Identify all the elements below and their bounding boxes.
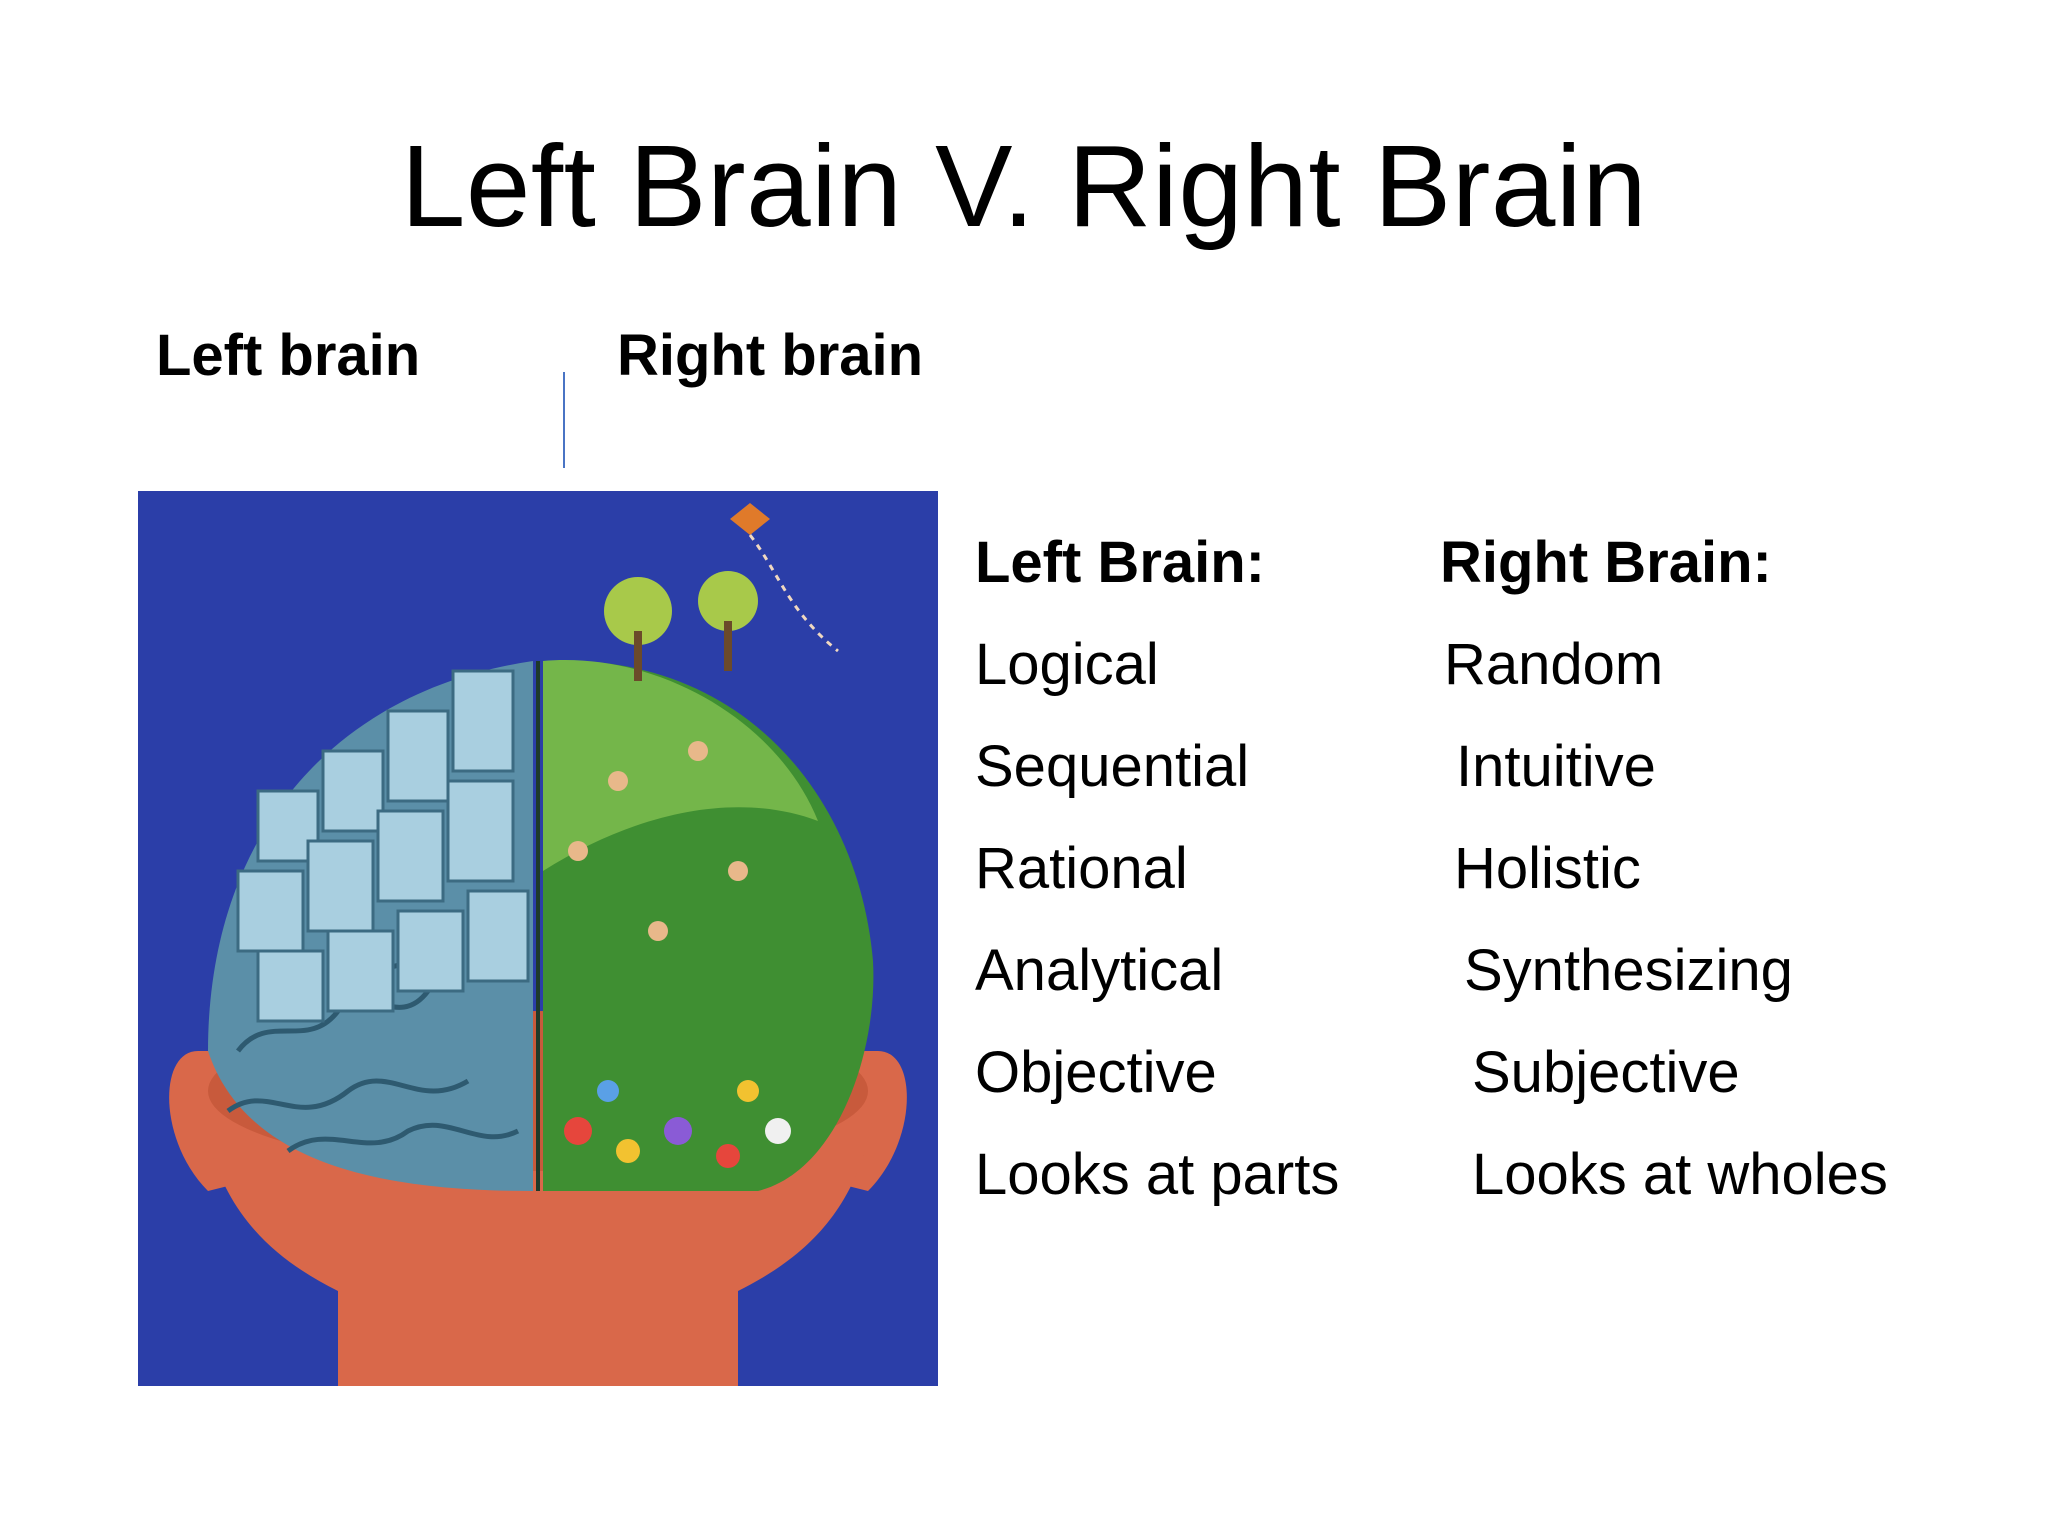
trees — [604, 571, 758, 681]
flowers — [564, 1080, 791, 1168]
left-brain-item: Analytical — [975, 938, 1224, 1003]
left-brain-item: Looks at parts — [975, 1142, 1340, 1207]
right-brain-item: Looks at wholes — [1472, 1142, 1888, 1207]
left-brain-column: Left Brain: Logical Sequential Rational … — [975, 512, 1339, 1226]
cubicle-blocks — [236, 669, 530, 1023]
kite — [730, 503, 839, 653]
slide-title: Left Brain V. Right Brain — [400, 121, 1648, 251]
left-brain-item: Rational — [975, 836, 1188, 901]
left-brain-label: Left brain — [156, 323, 421, 388]
left-brain-item: Logical — [975, 632, 1159, 697]
right-brain-column: Right Brain: Random Intuitive Holistic S… — [1440, 512, 1888, 1226]
left-brain-header: Left Brain: — [975, 530, 1265, 595]
left-brain-item: Sequential — [975, 734, 1250, 799]
right-brain-header: Right Brain: — [1440, 530, 1772, 595]
right-brain-item: Synthesizing — [1464, 938, 1793, 1003]
label-divider — [563, 372, 565, 468]
right-brain-item: Intuitive — [1456, 734, 1656, 799]
right-brain-label: Right brain — [617, 323, 924, 388]
brain-illustration — [138, 491, 938, 1386]
right-brain-item: Subjective — [1472, 1040, 1740, 1105]
right-hill-highlight — [543, 660, 818, 871]
left-brain-item: Objective — [975, 1040, 1217, 1105]
right-brain-item: Random — [1444, 632, 1664, 697]
right-brain-item: Holistic — [1454, 836, 1641, 901]
people — [568, 741, 748, 941]
brain-illustration-svg — [138, 491, 938, 1386]
